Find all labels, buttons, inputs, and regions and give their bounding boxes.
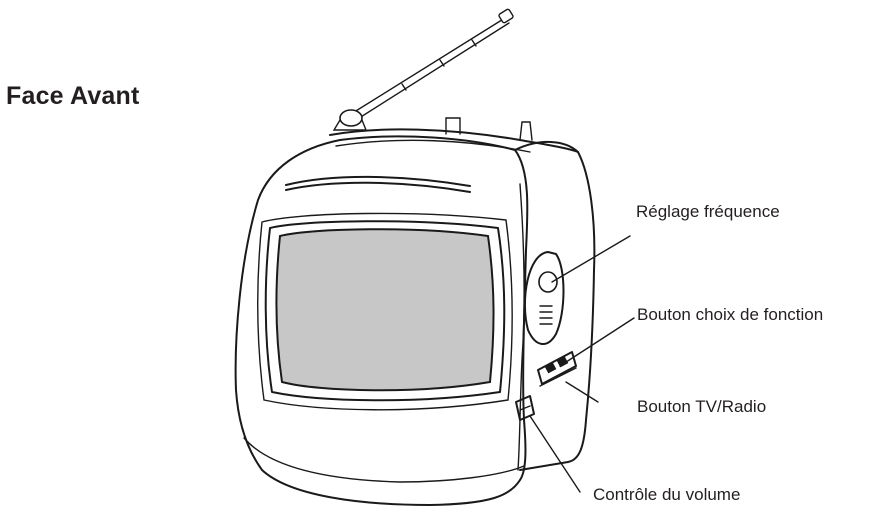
tv-side-body bbox=[514, 140, 596, 471]
label-volume-control: Contrôle du volume bbox=[593, 485, 741, 504]
volume-knob bbox=[515, 395, 535, 421]
tv-screen bbox=[275, 228, 495, 392]
top-slot bbox=[285, 175, 471, 193]
antenna bbox=[332, 8, 514, 131]
tv-base bbox=[243, 437, 525, 483]
leader-lines bbox=[529, 235, 635, 493]
tv-front-body bbox=[234, 135, 529, 506]
frequency-dial bbox=[524, 251, 565, 345]
label-frequency: Réglage fréquence bbox=[636, 202, 780, 221]
label-tv-radio-button: Bouton TV/Radio bbox=[637, 397, 767, 416]
label-function-button: Bouton choix de fonction bbox=[637, 305, 824, 324]
page-title: Face Avant bbox=[6, 82, 140, 110]
top-clips bbox=[445, 117, 533, 141]
tv-top bbox=[329, 128, 579, 153]
function-switch-panel bbox=[537, 351, 577, 387]
screen-bezel bbox=[264, 220, 506, 402]
